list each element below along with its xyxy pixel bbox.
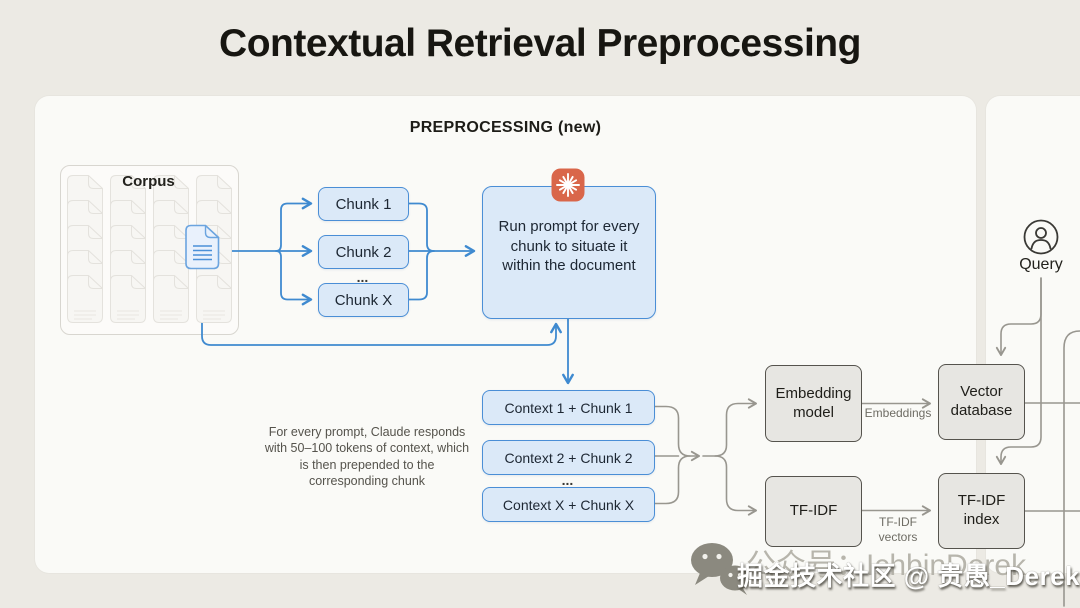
claude-context-note: For every prompt, Claude responds with 5…: [264, 425, 470, 488]
chunk-1-label: Chunk 1: [335, 195, 392, 213]
context-ellipsis: ...: [561, 472, 574, 488]
embeddings-edge-label: Embeddings: [864, 406, 932, 420]
tfidf-index-box: TF-IDF index: [938, 473, 1025, 549]
run-prompt-box: Run prompt for every chunk to situate it…: [482, 186, 656, 319]
context-2-label: Context 2 + Chunk 2: [504, 449, 633, 466]
context-x-label: Context X + Chunk X: [502, 496, 635, 513]
corpus-doc-icon: [67, 275, 103, 323]
vector-database-label: Vector database: [950, 383, 1013, 419]
context-1-label: Context 1 + Chunk 1: [504, 399, 633, 416]
vector-database-box: Vector database: [938, 364, 1025, 440]
highlighted-document-icon: [185, 224, 220, 270]
claude-starburst-icon: [551, 168, 585, 202]
query-label: Query: [1019, 256, 1063, 273]
tfidf-vectors-edge-label: TF-IDF vectors: [878, 515, 918, 544]
chunk-x-box: Chunk X: [318, 283, 409, 317]
context-2-box: Context 2 + Chunk 2: [482, 440, 655, 475]
chunk-1-box: Chunk 1: [318, 187, 409, 221]
corpus-doc-icon: [196, 275, 232, 323]
chunk-2-label: Chunk 2: [335, 243, 392, 261]
chunk-x-label: Chunk X: [334, 291, 393, 309]
run-prompt-text: Run prompt for every chunk to situate it…: [498, 218, 640, 274]
context-1-box: Context 1 + Chunk 1: [482, 390, 655, 425]
page-title: Contextual Retrieval Preprocessing: [219, 22, 861, 65]
wechat-icon: [691, 543, 750, 595]
tfidf-index-label: TF-IDF index: [957, 492, 1006, 528]
chunk-2-box: Chunk 2: [318, 235, 409, 269]
corpus-label: Corpus: [122, 173, 175, 190]
tfidf-box: TF-IDF: [765, 476, 862, 547]
tfidf-label: TF-IDF: [789, 502, 838, 520]
preprocessing-header: PREPROCESSING (new): [409, 119, 602, 136]
context-x-box: Context X + Chunk X: [482, 487, 655, 522]
embedding-model-label: Embedding model: [775, 384, 852, 421]
embedding-model-box: Embedding model: [765, 365, 862, 442]
corpus-doc-grid: [62, 174, 235, 330]
watermark-foreground-text: 掘金技术社区 @ 贵愚_Derek: [737, 561, 1080, 591]
corpus-doc-icon: [110, 275, 146, 323]
corpus-doc-icon: [153, 275, 189, 323]
user-circle-icon: [1023, 219, 1059, 255]
watermark-background-text: 公众号：IchbinDerek: [746, 549, 1027, 582]
